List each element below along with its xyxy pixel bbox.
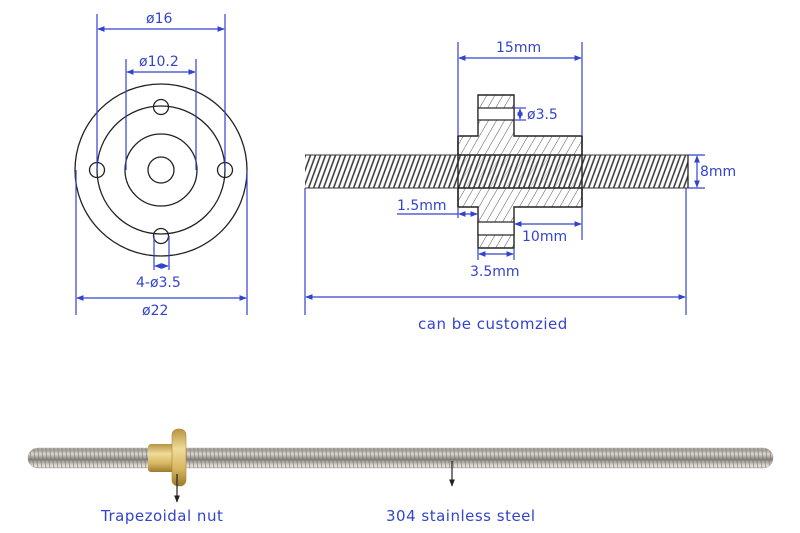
hub-circle: [124, 133, 198, 207]
nut-flange: [171, 428, 187, 487]
mount-hole-top: [152, 98, 170, 116]
dim-mount-holes: 4-ø3.5: [136, 275, 181, 291]
side-view: [305, 94, 689, 249]
bolt-circle: [96, 105, 226, 235]
trapezoidal-nut-label: Trapezoidal nut: [101, 507, 224, 525]
front-view-dimensions: [75, 14, 248, 315]
nut-body: [148, 444, 176, 472]
dim-flange-offset: 1.5mm: [397, 198, 447, 214]
flange-outer-circle: [74, 83, 248, 257]
front-view: [74, 83, 248, 257]
nut-upper-section: [457, 94, 583, 156]
stainless-steel-label: 304 stainless steel: [386, 507, 536, 525]
mount-hole-bottom: [152, 227, 170, 245]
dim-flange-thickness: 3.5mm: [470, 264, 520, 280]
dim-rod-diameter: 8mm: [700, 164, 737, 180]
side-view-dimensions: [304, 42, 705, 315]
dim-bolt-circle-diameter: ø16: [146, 11, 173, 27]
dim-hub-diameter: ø10.2: [139, 54, 179, 70]
bore-circle: [147, 156, 175, 184]
flange-hole-top: [477, 107, 515, 121]
flange-hole-bottom: [477, 221, 515, 236]
stainless-rod: [28, 448, 773, 468]
dim-hole-diameter: ø3.5: [527, 107, 558, 123]
dim-outer-diameter: ø22: [142, 303, 169, 319]
product-photo: [27, 428, 774, 503]
dim-nut-length: 15mm: [496, 40, 542, 56]
rod-length-note: can be customzied: [418, 315, 568, 333]
dim-body-length: 10mm: [522, 229, 568, 245]
